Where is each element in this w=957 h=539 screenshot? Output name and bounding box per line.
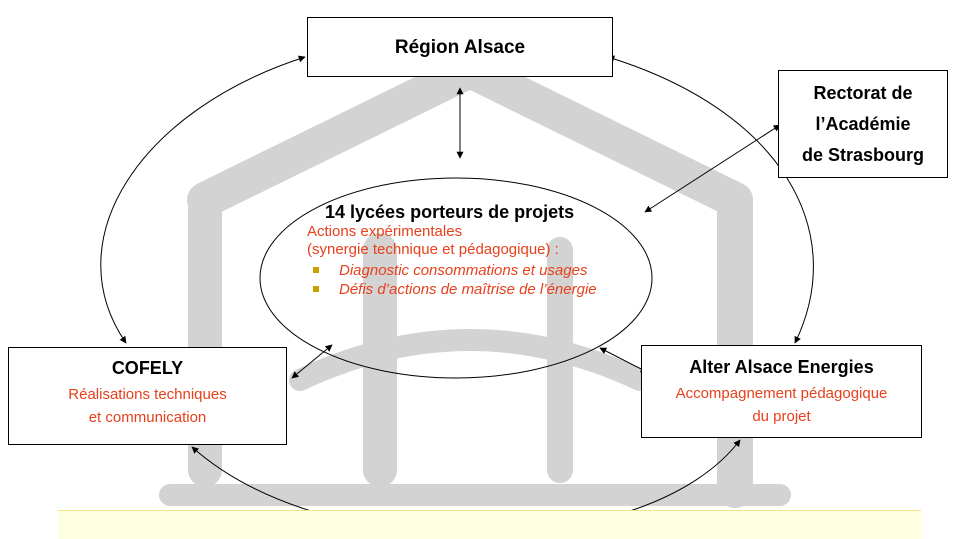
cofely-line: et communication (88, 409, 207, 426)
bullet-square-icon (313, 286, 319, 292)
arrow-region-cofely (100, 55, 306, 344)
center-bullet: Diagnostic consommations et usages (307, 263, 629, 278)
rectorat-line: de Strasbourg (801, 145, 925, 165)
arrow-alter-center (599, 347, 648, 373)
cofely-box: COFELY Réalisations techniques et commun… (8, 347, 287, 445)
arrow-rectorat-center (644, 124, 781, 213)
rectorat-line: l’Académie (815, 114, 911, 134)
center-ellipse-content: 14 lycées porteurs de projets Actions ex… (307, 201, 637, 297)
region-alsace-label: Région Alsace (394, 37, 526, 58)
center-title: 14 lycées porteurs de projets (325, 202, 575, 222)
alter-line: du projet (752, 408, 811, 425)
alter-title: Alter Alsace Energies (689, 357, 874, 377)
center-line: (synergie technique et pédagogique) : (307, 241, 559, 258)
bullet-square-icon (313, 267, 319, 273)
center-bullet: Défis d’actions de maîtrise de l’énergie (307, 282, 629, 297)
center-bullet-text: Diagnostic consommations et usages (339, 262, 588, 279)
center-line: Actions expérimentales (307, 223, 463, 240)
arrow-cofely-center (291, 344, 333, 379)
alter-alsace-box: Alter Alsace Energies Accompagnement péd… (641, 345, 922, 438)
rectorat-line: Rectorat de (813, 83, 913, 103)
region-alsace-box: Région Alsace (307, 17, 613, 77)
alter-line: Accompagnement pédagogique (675, 385, 888, 402)
rectorat-box: Rectorat de l’Académie de Strasbourg (778, 70, 948, 178)
cofely-title: COFELY (111, 358, 184, 378)
cofely-line: Réalisations techniques (68, 386, 227, 403)
bottom-band (58, 510, 921, 539)
center-bullet-text: Défis d’actions de maîtrise de l’énergie (339, 281, 597, 298)
